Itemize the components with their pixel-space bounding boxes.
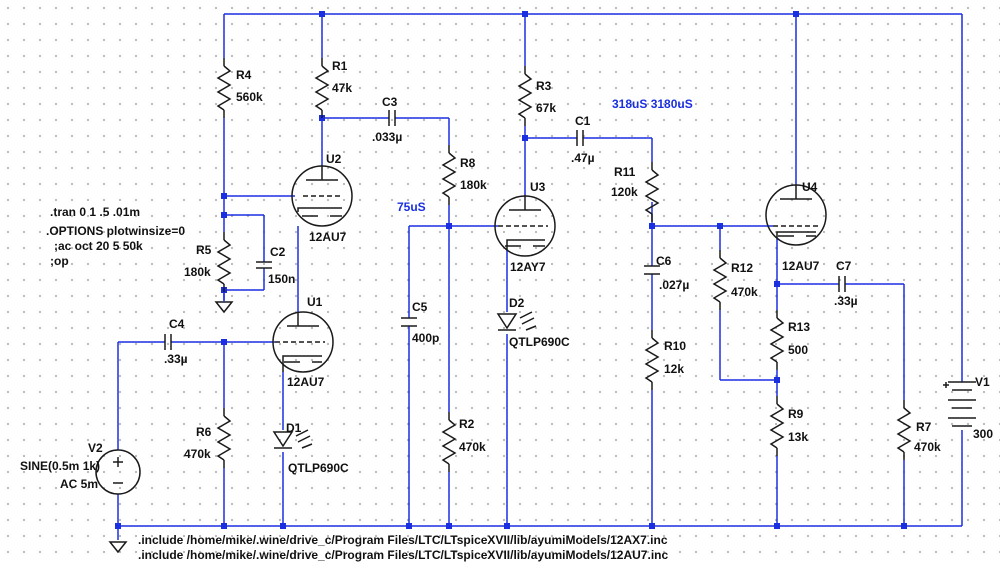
label-r10-value: 12k bbox=[664, 362, 684, 376]
label-r2-value: 470k bbox=[459, 440, 486, 454]
label-d2-value: QTLP690C bbox=[509, 335, 570, 349]
label-r8-name: R8 bbox=[460, 156, 476, 170]
label-u1-value: 12AU7 bbox=[287, 375, 325, 389]
label-c3-name: C3 bbox=[382, 95, 398, 109]
label-r4-value: 560k bbox=[236, 90, 263, 104]
wires bbox=[108, 13, 963, 554]
directive-include-12au7: .include /home/mike/.wine/drive_c/Progra… bbox=[138, 548, 668, 562]
capacitor-c2 bbox=[256, 261, 272, 269]
spice-directives: .tran 0 1 .5 .01m .OPTIONS plotwinsize=0… bbox=[46, 205, 668, 562]
capacitor-c4 bbox=[164, 334, 172, 350]
label-u4-name: U4 bbox=[802, 180, 818, 194]
label-v2-value2: AC 5m bbox=[60, 477, 98, 491]
label-r11-name: R11 bbox=[614, 165, 636, 179]
label-r9-name: R9 bbox=[788, 407, 804, 421]
label-r1-value: 47k bbox=[332, 81, 352, 95]
label-r2-name: R2 bbox=[459, 417, 475, 431]
label-r3-name: R3 bbox=[536, 79, 552, 93]
label-c7-name: C7 bbox=[836, 259, 852, 273]
directive-include-12ax7: .include /home/mike/.wine/drive_c/Progra… bbox=[138, 533, 668, 547]
label-c7-value: .33µ bbox=[834, 294, 858, 308]
battery-v1 bbox=[943, 381, 976, 427]
directive-op: ;op bbox=[50, 254, 69, 268]
label-r5-name: R5 bbox=[196, 243, 212, 257]
label-r6-value: 470k bbox=[184, 447, 211, 461]
tube-u1 bbox=[272, 311, 334, 373]
directive-tran: .tran 0 1 .5 .01m bbox=[50, 205, 140, 219]
component-labels: R4 560k R1 47k C3 .033µ R3 67k C1 .47µ R… bbox=[20, 59, 993, 491]
capacitor-c6 bbox=[644, 265, 660, 275]
label-r12-name: R12 bbox=[731, 261, 753, 275]
tube-symbols bbox=[272, 165, 827, 373]
label-r5-value: 180k bbox=[184, 265, 211, 279]
label-r7-name: R7 bbox=[916, 420, 932, 434]
label-c2-name: C2 bbox=[270, 245, 286, 259]
label-v2-name: V2 bbox=[88, 441, 103, 455]
time-constant-label-a: 318uS 3180uS bbox=[612, 97, 693, 111]
label-c6-value: .027µ bbox=[659, 278, 689, 292]
capacitor-c7 bbox=[838, 276, 846, 292]
label-r11-value: 120k bbox=[611, 185, 638, 199]
label-d2-name: D2 bbox=[509, 296, 525, 310]
tube-u2 bbox=[291, 165, 353, 227]
label-c1-value: .47µ bbox=[571, 151, 595, 165]
label-r12-value: 470k bbox=[731, 285, 758, 299]
label-v2-value: SINE(0.5m 1k) bbox=[20, 459, 100, 473]
label-r7-value: 470k bbox=[914, 440, 941, 454]
capacitor-c3 bbox=[388, 110, 396, 126]
label-c4-name: C4 bbox=[169, 317, 185, 331]
label-r3-value: 67k bbox=[536, 101, 556, 115]
led-d1 bbox=[272, 429, 313, 449]
label-c5-name: C5 bbox=[412, 300, 428, 314]
label-r1-name: R1 bbox=[332, 59, 348, 73]
label-c5-value: 400p bbox=[412, 331, 439, 345]
label-c4-value: .33µ bbox=[164, 352, 188, 366]
label-d1-name: D1 bbox=[286, 421, 302, 435]
label-v1-name: V1 bbox=[975, 375, 990, 389]
label-r10-name: R10 bbox=[664, 339, 686, 353]
capacitor-symbols bbox=[164, 110, 846, 350]
label-r8-value: 180k bbox=[460, 178, 487, 192]
label-u2-value: 12AU7 bbox=[309, 230, 347, 244]
label-u1-name: U1 bbox=[307, 295, 323, 309]
voltage-sources bbox=[95, 381, 976, 495]
tube-u4 bbox=[765, 184, 827, 246]
label-r4-name: R4 bbox=[236, 68, 252, 82]
label-r6-name: R6 bbox=[196, 425, 212, 439]
label-c3-value: .033µ bbox=[372, 130, 402, 144]
label-c1-name: C1 bbox=[575, 114, 591, 128]
tube-u3 bbox=[494, 195, 556, 257]
label-u3-value: 12AY7 bbox=[510, 260, 546, 274]
label-u3-name: U3 bbox=[530, 180, 546, 194]
led-d2 bbox=[496, 311, 537, 331]
label-c6-name: C6 bbox=[656, 254, 672, 268]
capacitor-c1 bbox=[576, 130, 584, 146]
time-constant-label-b: 75uS bbox=[397, 200, 426, 214]
label-u4-value: 12AU7 bbox=[782, 259, 820, 273]
directive-options: .OPTIONS plotwinsize=0 bbox=[46, 224, 185, 238]
diode-symbols bbox=[272, 311, 537, 449]
capacitor-c5 bbox=[401, 317, 417, 327]
label-r13-value: 500 bbox=[788, 343, 808, 357]
label-r13-name: R13 bbox=[788, 320, 810, 334]
label-c2-value: 150n bbox=[268, 272, 295, 286]
directive-ac: ;ac oct 20 5 50k bbox=[54, 239, 143, 253]
label-d1-value: QTLP690C bbox=[288, 461, 349, 475]
annotations: 318uS 3180uS 75uS bbox=[397, 97, 693, 214]
sine-source-v2 bbox=[95, 449, 141, 495]
label-r9-value: 13k bbox=[788, 430, 808, 444]
label-v1-value: 300 bbox=[973, 427, 993, 441]
label-u2-name: U2 bbox=[326, 152, 342, 166]
